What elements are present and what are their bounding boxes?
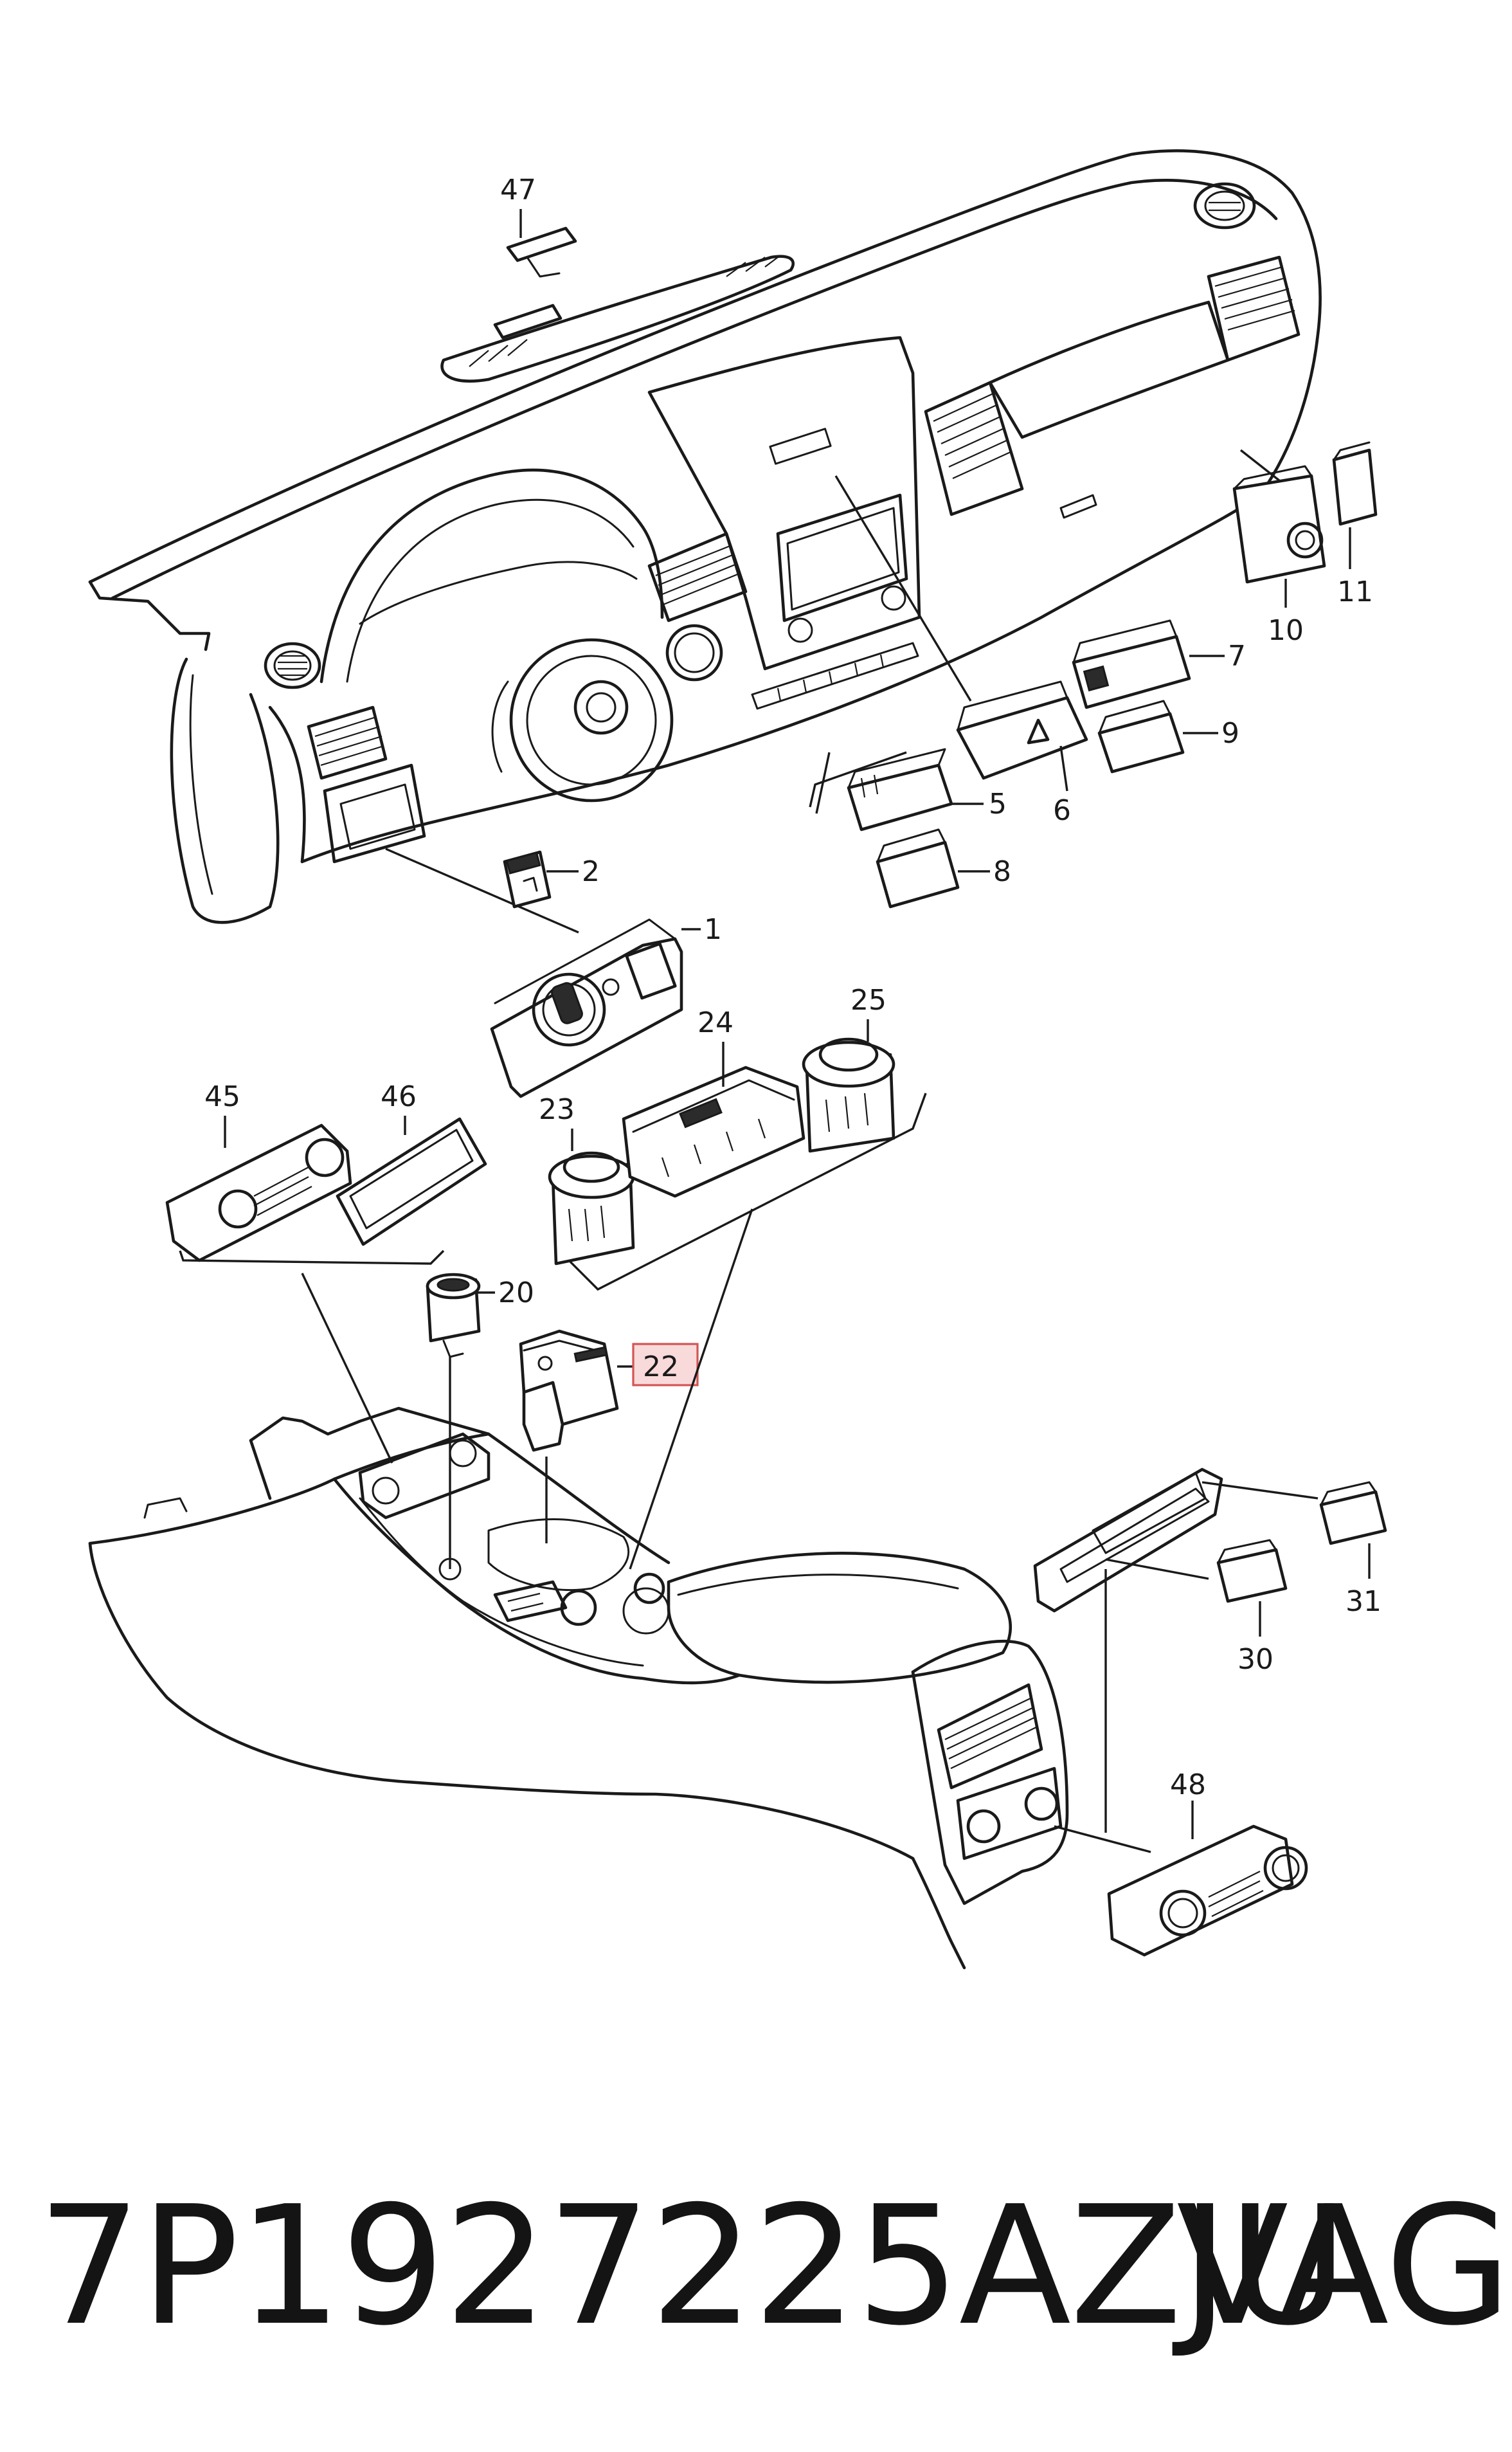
part-22-switch [519, 1329, 633, 1452]
part-46-frame [336, 1116, 487, 1246]
dashboard-assembly [88, 149, 1322, 934]
part-48-rear-climate-panel [1107, 1801, 1308, 1957]
part-31-switch [1319, 1481, 1387, 1579]
callout-31: 31 [1346, 1585, 1382, 1618]
part-9-switch [1097, 700, 1218, 774]
part-30-switch [1216, 1539, 1288, 1637]
callout-2: 2 [582, 855, 600, 888]
part-25-rotary-knob [802, 1019, 896, 1153]
part-10-switch [1232, 465, 1326, 608]
part-8-switch [876, 828, 990, 909]
callout-30: 30 [1238, 1643, 1274, 1676]
part-24-switch-panel [622, 1042, 806, 1198]
part-7-switch [1072, 619, 1225, 709]
group-bracket-23-25 [568, 1093, 927, 1291]
group-bracket-45-46 [179, 1249, 445, 1265]
part-6-hazard-switch [956, 680, 1088, 792]
part-23-rotary-knob [548, 1129, 635, 1266]
callout-48: 48 [1170, 1768, 1206, 1801]
callout-6: 6 [1053, 794, 1071, 827]
callout-46: 46 [381, 1080, 417, 1113]
callout-47: 47 [500, 174, 536, 206]
brand-label: VAG [1176, 2171, 1512, 2362]
callout-1: 1 [704, 913, 722, 946]
part-11-cover [1332, 441, 1378, 569]
callout-5: 5 [989, 788, 1007, 821]
part-5-switch [847, 748, 984, 831]
part-2-switch [503, 850, 579, 909]
callout-20: 20 [498, 1276, 534, 1309]
callout-22-highlight [632, 1343, 699, 1386]
callout-7: 7 [1228, 640, 1246, 673]
part-20-socket [426, 1273, 495, 1358]
part-47-sensor [506, 209, 577, 278]
callout-25: 25 [851, 984, 887, 1017]
callout-11: 11 [1337, 576, 1373, 608]
callout-9: 9 [1221, 717, 1239, 750]
callout-23: 23 [539, 1093, 575, 1126]
part-45-climate-panel [165, 1116, 352, 1262]
callout-22: 22 [643, 1350, 679, 1383]
callout-8: 8 [993, 855, 1011, 888]
part-number-label: 7P1927225AZJU [37, 2171, 1348, 2362]
part-1-light-switch [490, 918, 701, 1098]
center-console [88, 1208, 1151, 1970]
callout-labels: 47 11 10 7 9 6 5 8 2 1 25 24 23 45 46 20… [204, 174, 1382, 1801]
callout-45: 45 [204, 1080, 240, 1113]
rear-bezel [1033, 1467, 1318, 1833]
callout-24: 24 [698, 1006, 734, 1039]
callout-10: 10 [1268, 614, 1304, 647]
group-bracket-5-9 [809, 751, 907, 808]
